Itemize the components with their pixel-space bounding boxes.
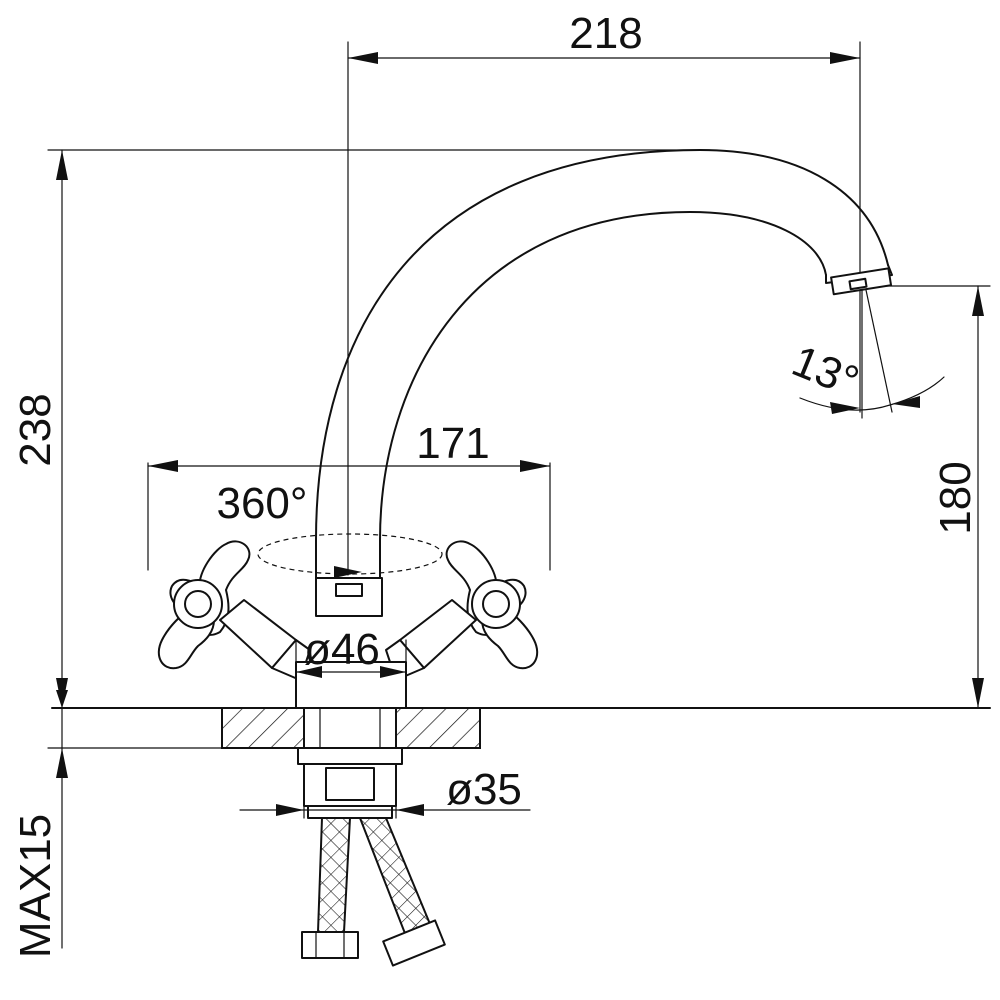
rotation-arrow-icon bbox=[334, 566, 362, 578]
rotation-label-360: 360° bbox=[216, 479, 307, 528]
dimension-spout-reach: 218 bbox=[347, 9, 861, 576]
shank-nut-face bbox=[325, 767, 375, 801]
collar-window bbox=[335, 583, 363, 597]
hose-left bbox=[316, 817, 352, 933]
arrow-left-icon bbox=[276, 804, 304, 816]
dimension-handle-span: 171 bbox=[147, 419, 551, 571]
arrow-base-right-icon bbox=[380, 666, 406, 678]
arrow-right-icon bbox=[396, 804, 424, 816]
swivel-collar bbox=[315, 577, 383, 617]
countertop-section-left bbox=[221, 707, 305, 749]
dimension-label-238: 238 bbox=[11, 393, 60, 466]
spout-outer-edge bbox=[315, 149, 889, 579]
arrow-angle-right-icon bbox=[892, 396, 920, 408]
arrow-left-icon bbox=[348, 52, 378, 64]
aerator-outlet bbox=[848, 277, 868, 291]
countertop bbox=[47, 707, 991, 749]
arrow-base-left-icon bbox=[296, 666, 322, 678]
hose-right-nut bbox=[382, 919, 446, 967]
supply-hoses bbox=[301, 817, 446, 967]
shank-washer bbox=[297, 747, 403, 765]
right-handle-hub bbox=[471, 579, 521, 629]
hose-right bbox=[358, 817, 432, 938]
dimension-label-max15: MAX15 bbox=[11, 814, 60, 958]
dimension-label-218: 218 bbox=[569, 9, 642, 58]
dimension-label-46: ø46 bbox=[304, 625, 380, 674]
faucet-base: ø46 bbox=[295, 625, 407, 709]
arrow-left-icon bbox=[148, 460, 178, 472]
rotation-indicator: 360° bbox=[216, 479, 443, 578]
countertop-section-right bbox=[395, 707, 481, 749]
dimension-label-171: 171 bbox=[416, 419, 489, 468]
dimension-label-35: ø35 bbox=[446, 765, 522, 814]
hose-left-nut bbox=[301, 931, 359, 959]
arrow-right-icon bbox=[830, 52, 860, 64]
dimension-spout-height: 180 bbox=[869, 285, 991, 709]
shank-upper bbox=[303, 707, 397, 749]
arrow-down-icon bbox=[56, 690, 68, 708]
dimension-label-180: 180 bbox=[931, 461, 980, 534]
arrow-angle-left-icon bbox=[830, 402, 860, 414]
arrow-up-icon bbox=[56, 150, 68, 180]
left-handle-hub bbox=[173, 579, 223, 629]
angle-line bbox=[865, 289, 893, 413]
dimension-max-thickness: MAX15 bbox=[11, 690, 68, 958]
angle-label-13: 13° bbox=[785, 336, 865, 406]
left-handle bbox=[157, 540, 311, 681]
spout-inner-edge bbox=[379, 211, 827, 579]
spout bbox=[315, 149, 893, 579]
right-handle-cap bbox=[482, 590, 510, 618]
rotation-ellipse bbox=[257, 533, 443, 575]
angle-arc bbox=[799, 376, 945, 411]
swivel-angle-indicator: 13° bbox=[785, 289, 945, 419]
right-handle bbox=[385, 540, 539, 681]
arrow-up-icon bbox=[56, 748, 68, 778]
arrow-down-icon bbox=[972, 678, 984, 708]
mounting-shank bbox=[297, 707, 403, 819]
arrow-up-icon bbox=[972, 286, 984, 316]
dimension-thread-diameter: ø35 bbox=[239, 765, 531, 819]
shank-base bbox=[307, 805, 393, 819]
dimension-total-height: 238 bbox=[11, 149, 711, 709]
left-handle-cap bbox=[184, 590, 212, 618]
arrow-right-icon bbox=[520, 460, 550, 472]
